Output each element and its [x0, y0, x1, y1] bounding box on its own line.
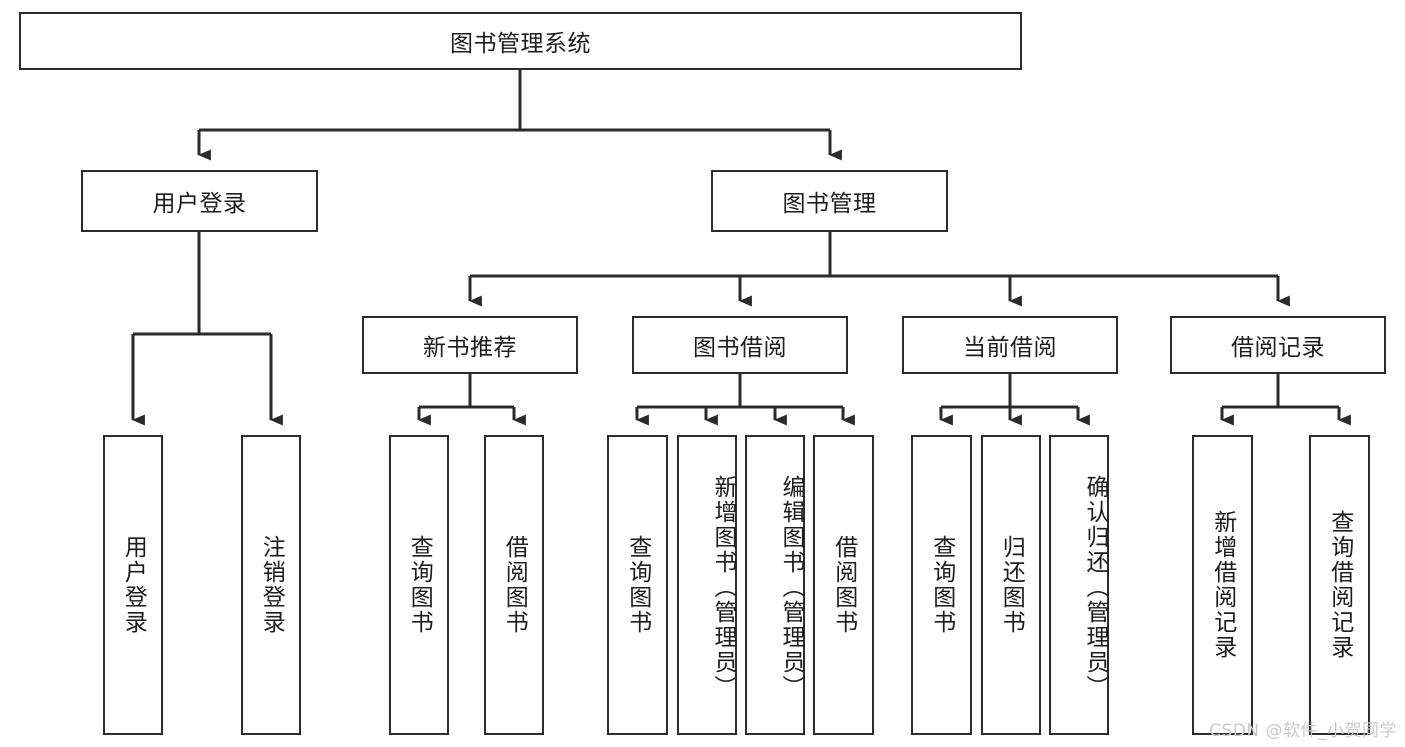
leaf-new-book-query-label: 查询图书 — [406, 535, 433, 635]
leaf-record-query[interactable]: 查询借阅记录 — [1309, 435, 1370, 735]
leaf-borrow-add-book[interactable]: 新增图书（管理员） — [677, 435, 737, 735]
node-root[interactable]: 图书管理系统 — [19, 12, 1022, 70]
node-borrow-record[interactable]: 借阅记录 — [1170, 316, 1386, 374]
node-book-management[interactable]: 图书管理 — [711, 170, 948, 232]
node-book-borrow[interactable]: 图书借阅 — [632, 316, 848, 374]
node-borrow-record-label: 借阅记录 — [1231, 335, 1325, 361]
node-new-book-recommend-label: 新书推荐 — [423, 335, 517, 361]
leaf-borrow-query-book-label: 查询图书 — [624, 535, 651, 635]
node-user-login[interactable]: 用户登录 — [81, 170, 318, 232]
node-new-book-recommend[interactable]: 新书推荐 — [362, 316, 578, 374]
leaf-record-query-label: 查询借阅记录 — [1326, 510, 1353, 660]
leaf-record-add-label: 新增借阅记录 — [1209, 510, 1236, 660]
leaf-current-confirm-return-label: 确认归还（管理员） — [1082, 474, 1108, 700]
leaf-borrow-edit-book-label: 编辑图书（管理员） — [778, 474, 804, 700]
node-root-label: 图书管理系统 — [450, 31, 591, 57]
node-user-login-label: 用户登录 — [152, 191, 247, 217]
leaf-user-login-logout[interactable]: 注销登录 — [241, 435, 301, 735]
leaf-borrow-borrow-book-label: 借阅图书 — [830, 535, 857, 635]
leaf-new-book-borrow-label: 借阅图书 — [501, 535, 528, 635]
leaf-user-login-login-label: 用户登录 — [120, 535, 147, 635]
leaf-current-confirm-return[interactable]: 确认归还（管理员） — [1049, 435, 1109, 735]
node-book-borrow-label: 图书借阅 — [693, 335, 787, 361]
node-current-borrow[interactable]: 当前借阅 — [902, 316, 1118, 374]
leaf-current-query-book[interactable]: 查询图书 — [911, 435, 972, 735]
node-current-borrow-label: 当前借阅 — [963, 335, 1057, 361]
leaf-borrow-query-book[interactable]: 查询图书 — [607, 435, 668, 735]
leaf-borrow-add-book-label: 新增图书（管理员） — [710, 474, 736, 700]
watermark-text: CSDN @软件_小贺同学 — [1209, 721, 1397, 741]
leaf-new-book-query[interactable]: 查询图书 — [389, 435, 449, 735]
leaf-current-return-book[interactable]: 归还图书 — [981, 435, 1041, 735]
leaf-borrow-borrow-book[interactable]: 借阅图书 — [813, 435, 874, 735]
leaf-record-add[interactable]: 新增借阅记录 — [1192, 435, 1253, 735]
leaf-current-return-book-label: 归还图书 — [998, 535, 1025, 635]
node-book-management-label: 图书管理 — [782, 191, 877, 217]
leaf-new-book-borrow[interactable]: 借阅图书 — [484, 435, 544, 735]
leaf-user-login-logout-label: 注销登录 — [258, 535, 285, 635]
leaf-user-login-login[interactable]: 用户登录 — [103, 435, 163, 735]
leaf-current-query-book-label: 查询图书 — [928, 535, 955, 635]
leaf-borrow-edit-book[interactable]: 编辑图书（管理员） — [745, 435, 805, 735]
